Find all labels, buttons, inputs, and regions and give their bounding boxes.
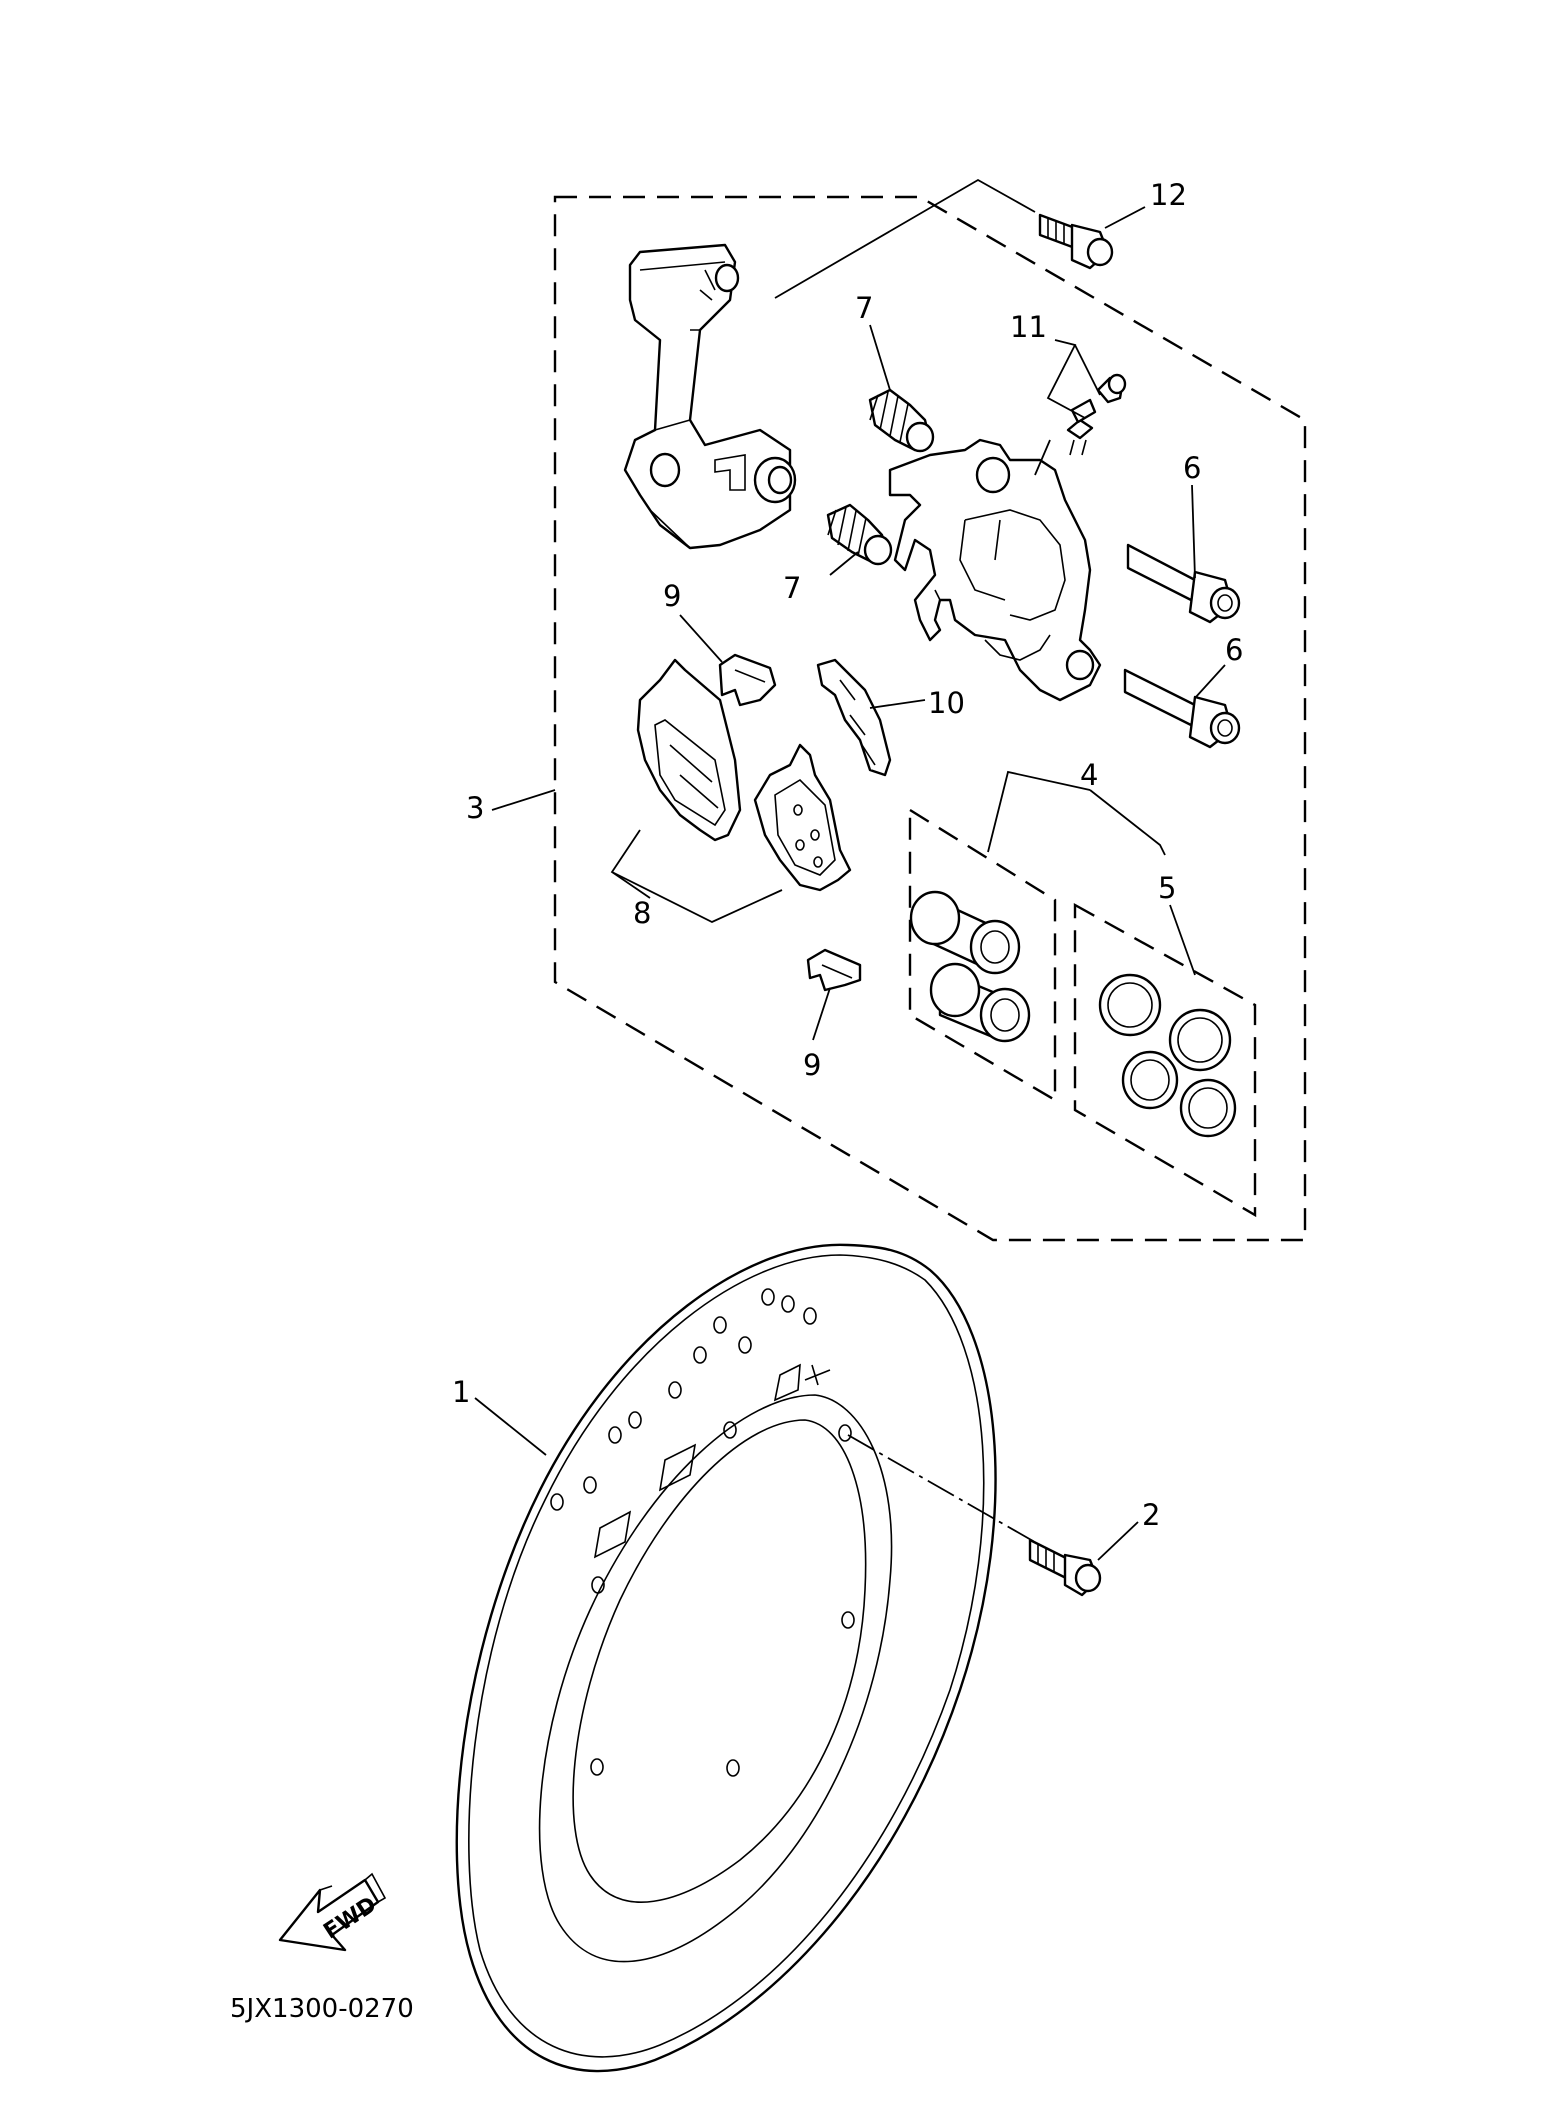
- piston-lower: [929, 962, 1031, 1043]
- callout-2: 2: [1142, 1498, 1160, 1532]
- diagram-code: 5JX1300-0270: [230, 1994, 414, 2024]
- caliper-body: [888, 438, 1102, 702]
- brake-pad-inner: [753, 743, 852, 892]
- pad-spring-lower: [806, 948, 862, 992]
- piston-upper: [909, 890, 1021, 975]
- callout-7-lower: 7: [783, 571, 801, 605]
- callout-6-upper: 6: [1183, 451, 1201, 485]
- bleed-screw-cap: [1096, 373, 1127, 404]
- leader-lines: [474, 178, 1226, 1561]
- callout-3: 3: [466, 791, 484, 825]
- callout-4: 4: [1080, 758, 1098, 792]
- disc-bolt: [1028, 1538, 1102, 1597]
- callout-9-upper: 9: [663, 579, 681, 613]
- caliper-pin-upper: [1126, 543, 1241, 624]
- callout-10: 10: [928, 686, 965, 720]
- bleed-screw: [1066, 398, 1097, 456]
- callout-1: 1: [452, 1375, 470, 1409]
- piston-seal-kit-boundary: [1073, 902, 1257, 1218]
- pad-spring-upper: [718, 653, 777, 707]
- caliper-assembly-boundary: [553, 195, 1307, 1242]
- bracket-bolt-12: [1038, 213, 1114, 270]
- caliper-pin-lower: [1123, 668, 1241, 749]
- seal-kit-boundary: [908, 807, 1057, 1103]
- brake-disc: [455, 1243, 997, 2073]
- boot-lower: [826, 503, 893, 566]
- boot-upper: [868, 388, 935, 453]
- brake-pad-outer: [636, 658, 742, 842]
- callout-8: 8: [633, 896, 651, 930]
- callout-7-upper: 7: [855, 291, 873, 325]
- callout-6-lower: 6: [1225, 633, 1243, 667]
- callout-12: 12: [1150, 178, 1187, 212]
- forward-arrow: FWD: [278, 1872, 387, 1952]
- piston-seal-set: [1098, 973, 1237, 1138]
- callout-5: 5: [1158, 871, 1176, 905]
- callout-11: 11: [1010, 310, 1047, 344]
- pad-support-plate: [816, 658, 892, 777]
- callout-9-lower: 9: [803, 1048, 821, 1082]
- caliper-bracket: [623, 243, 797, 550]
